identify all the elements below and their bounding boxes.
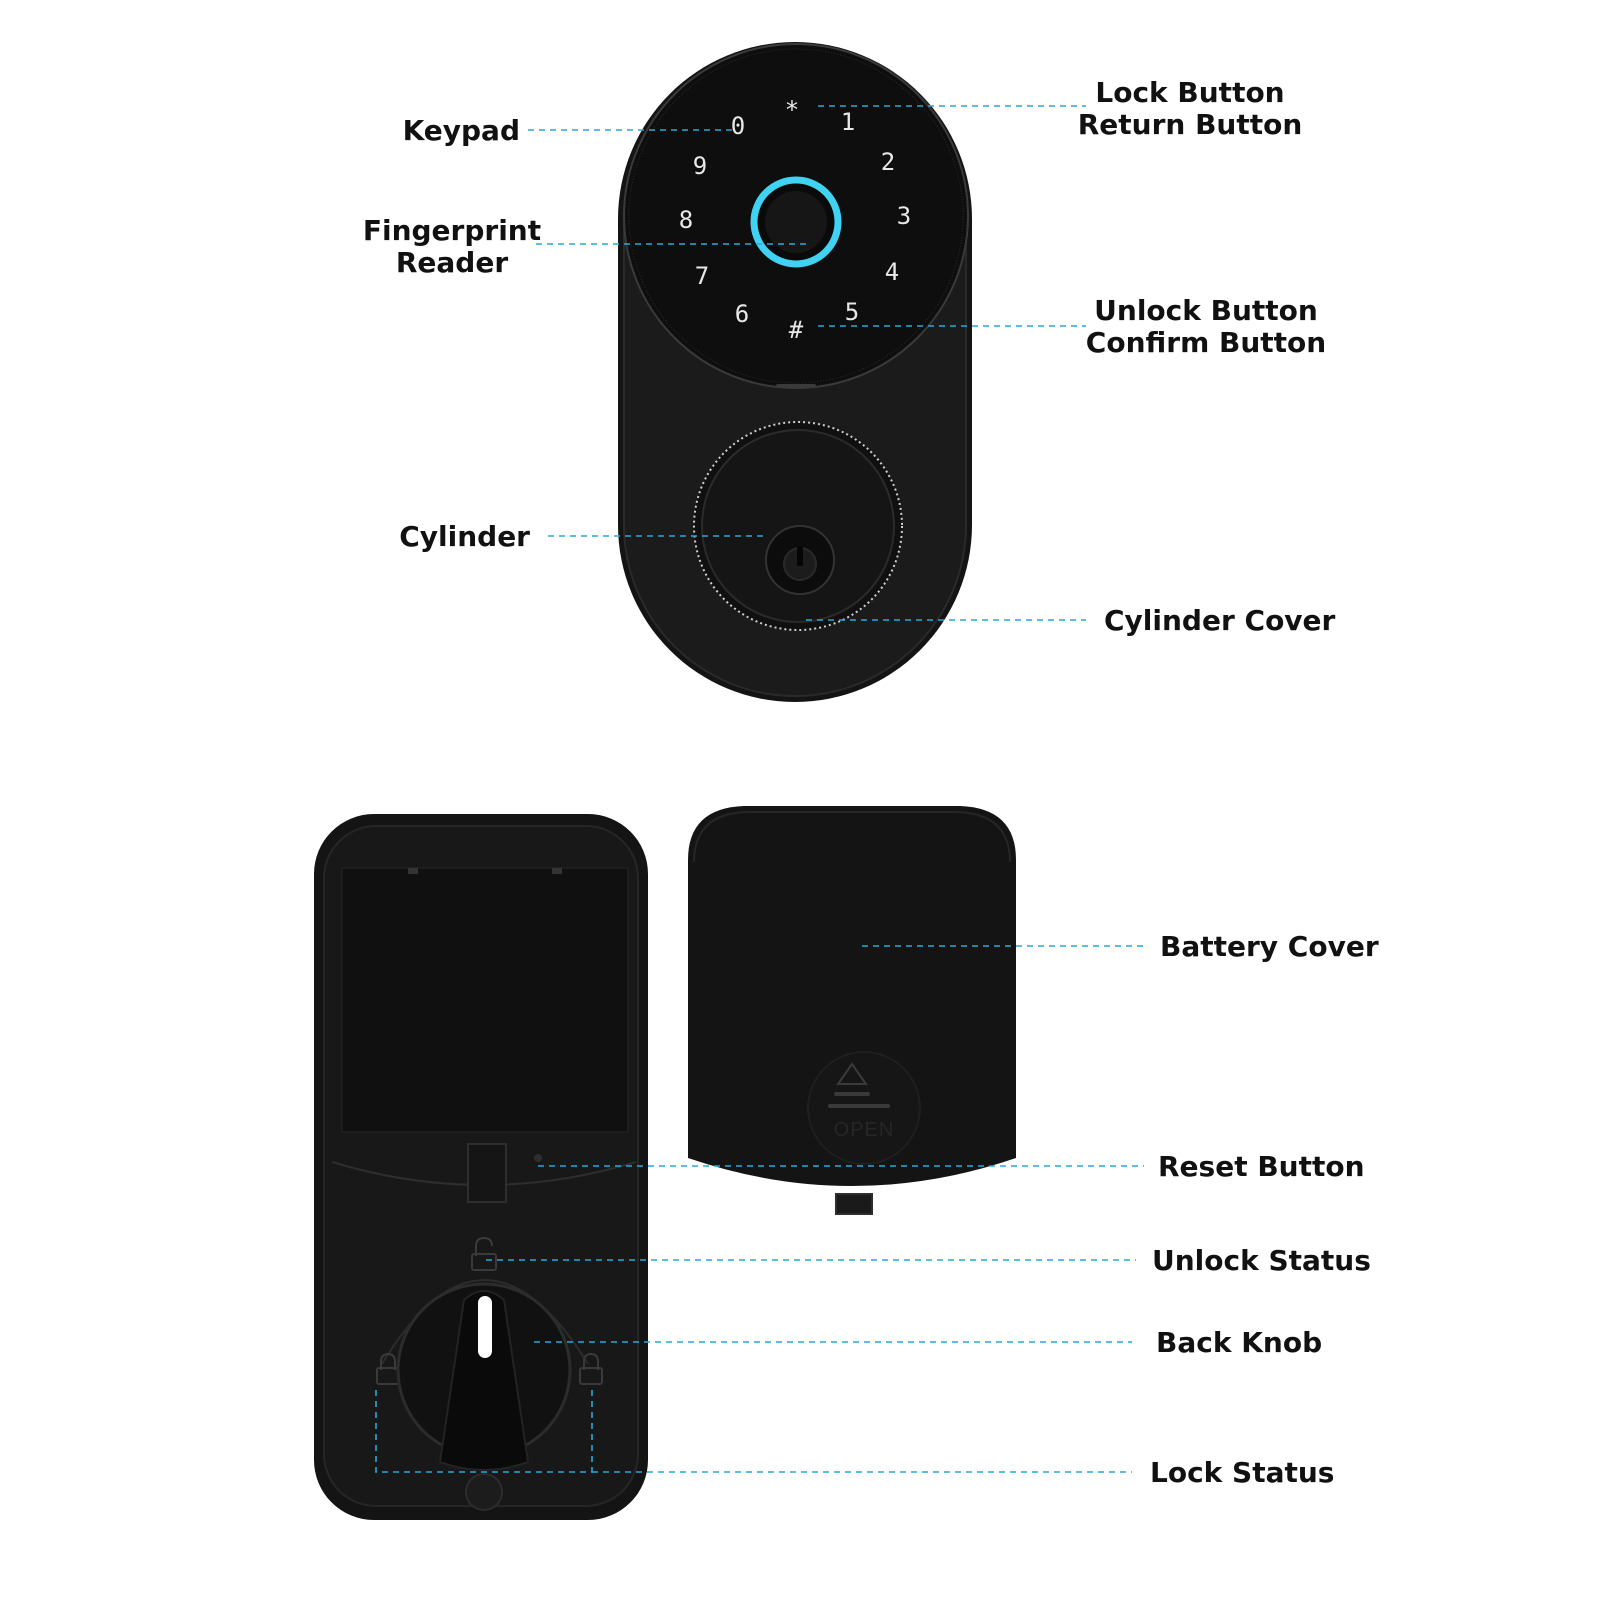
locked-padlock-icon	[376, 1352, 603, 1385]
key-6[interactable]: 6	[735, 300, 749, 328]
label-keypad: Keypad	[403, 114, 520, 147]
reset-button[interactable]	[534, 1154, 542, 1162]
key-hash[interactable]: #	[789, 316, 804, 344]
label-lock-button-line1: Lock Button	[1095, 76, 1284, 109]
key-4[interactable]: 4	[885, 258, 899, 286]
fingerprint-sensor	[765, 191, 827, 253]
key-9[interactable]: 9	[693, 152, 707, 180]
indicator-strip	[776, 384, 816, 388]
connector-port	[467, 1143, 507, 1203]
label-lock-button-line2: Return Button	[1078, 108, 1303, 141]
battery-cover-top-edge	[693, 811, 1011, 863]
mounting-screw-hole	[465, 1473, 503, 1511]
compartment-tab-right	[552, 868, 562, 874]
key-cylinder-icon[interactable]	[765, 525, 835, 595]
back-knob[interactable]	[396, 1282, 572, 1471]
key-8[interactable]: 8	[679, 206, 693, 234]
key-3[interactable]: 3	[897, 202, 911, 230]
unlocked-padlock-icon	[471, 1236, 497, 1271]
key-7[interactable]: 7	[695, 262, 709, 290]
back-knob-grip	[438, 1290, 530, 1471]
fingerprint-reader-icon[interactable]	[750, 176, 842, 268]
label-cylinder: Cylinder	[399, 520, 530, 553]
keypad-edge-ring	[628, 48, 964, 384]
back-unit	[314, 814, 648, 1520]
back-knob-indicator	[478, 1296, 492, 1358]
front-unit: * 1 2 3 4 5 # 6 7 8 9 0	[618, 42, 972, 702]
open-arrow-icon	[828, 1062, 890, 1108]
label-reset-button: Reset Button	[1158, 1150, 1365, 1183]
key-5[interactable]: 5	[845, 298, 859, 326]
label-cylinder-cover: Cylinder Cover	[1104, 604, 1336, 637]
compartment-tab-left	[408, 868, 418, 874]
key-2[interactable]: 2	[881, 148, 895, 176]
label-lock-status: Lock Status	[1150, 1456, 1334, 1489]
open-label: OPEN	[834, 1119, 895, 1141]
label-battery-cover: Battery Cover	[1160, 930, 1379, 963]
label-fingerprint-line1: Fingerprint	[363, 214, 541, 247]
battery-cover-latch	[835, 1193, 873, 1215]
label-back-knob: Back Knob	[1156, 1326, 1322, 1359]
battery-cover[interactable]: OPEN	[688, 806, 1016, 1215]
label-unlock-button-line2: Confirm Button	[1086, 326, 1326, 359]
labels: Keypad Fingerprint Reader Cylinder Lock …	[363, 76, 1379, 1489]
key-star[interactable]: *	[785, 96, 799, 124]
label-unlock-status: Unlock Status	[1152, 1244, 1371, 1277]
label-unlock-button-line1: Unlock Button	[1094, 294, 1318, 327]
keyway	[797, 546, 803, 566]
leader-lock-status-bracket	[375, 1390, 593, 1473]
leader-lines	[375, 105, 1146, 1473]
label-fingerprint-line2: Reader	[396, 246, 508, 279]
battery-cover-body	[688, 806, 1016, 1186]
key-1[interactable]: 1	[841, 108, 855, 136]
battery-compartment	[341, 867, 629, 1133]
key-0[interactable]: 0	[731, 112, 745, 140]
